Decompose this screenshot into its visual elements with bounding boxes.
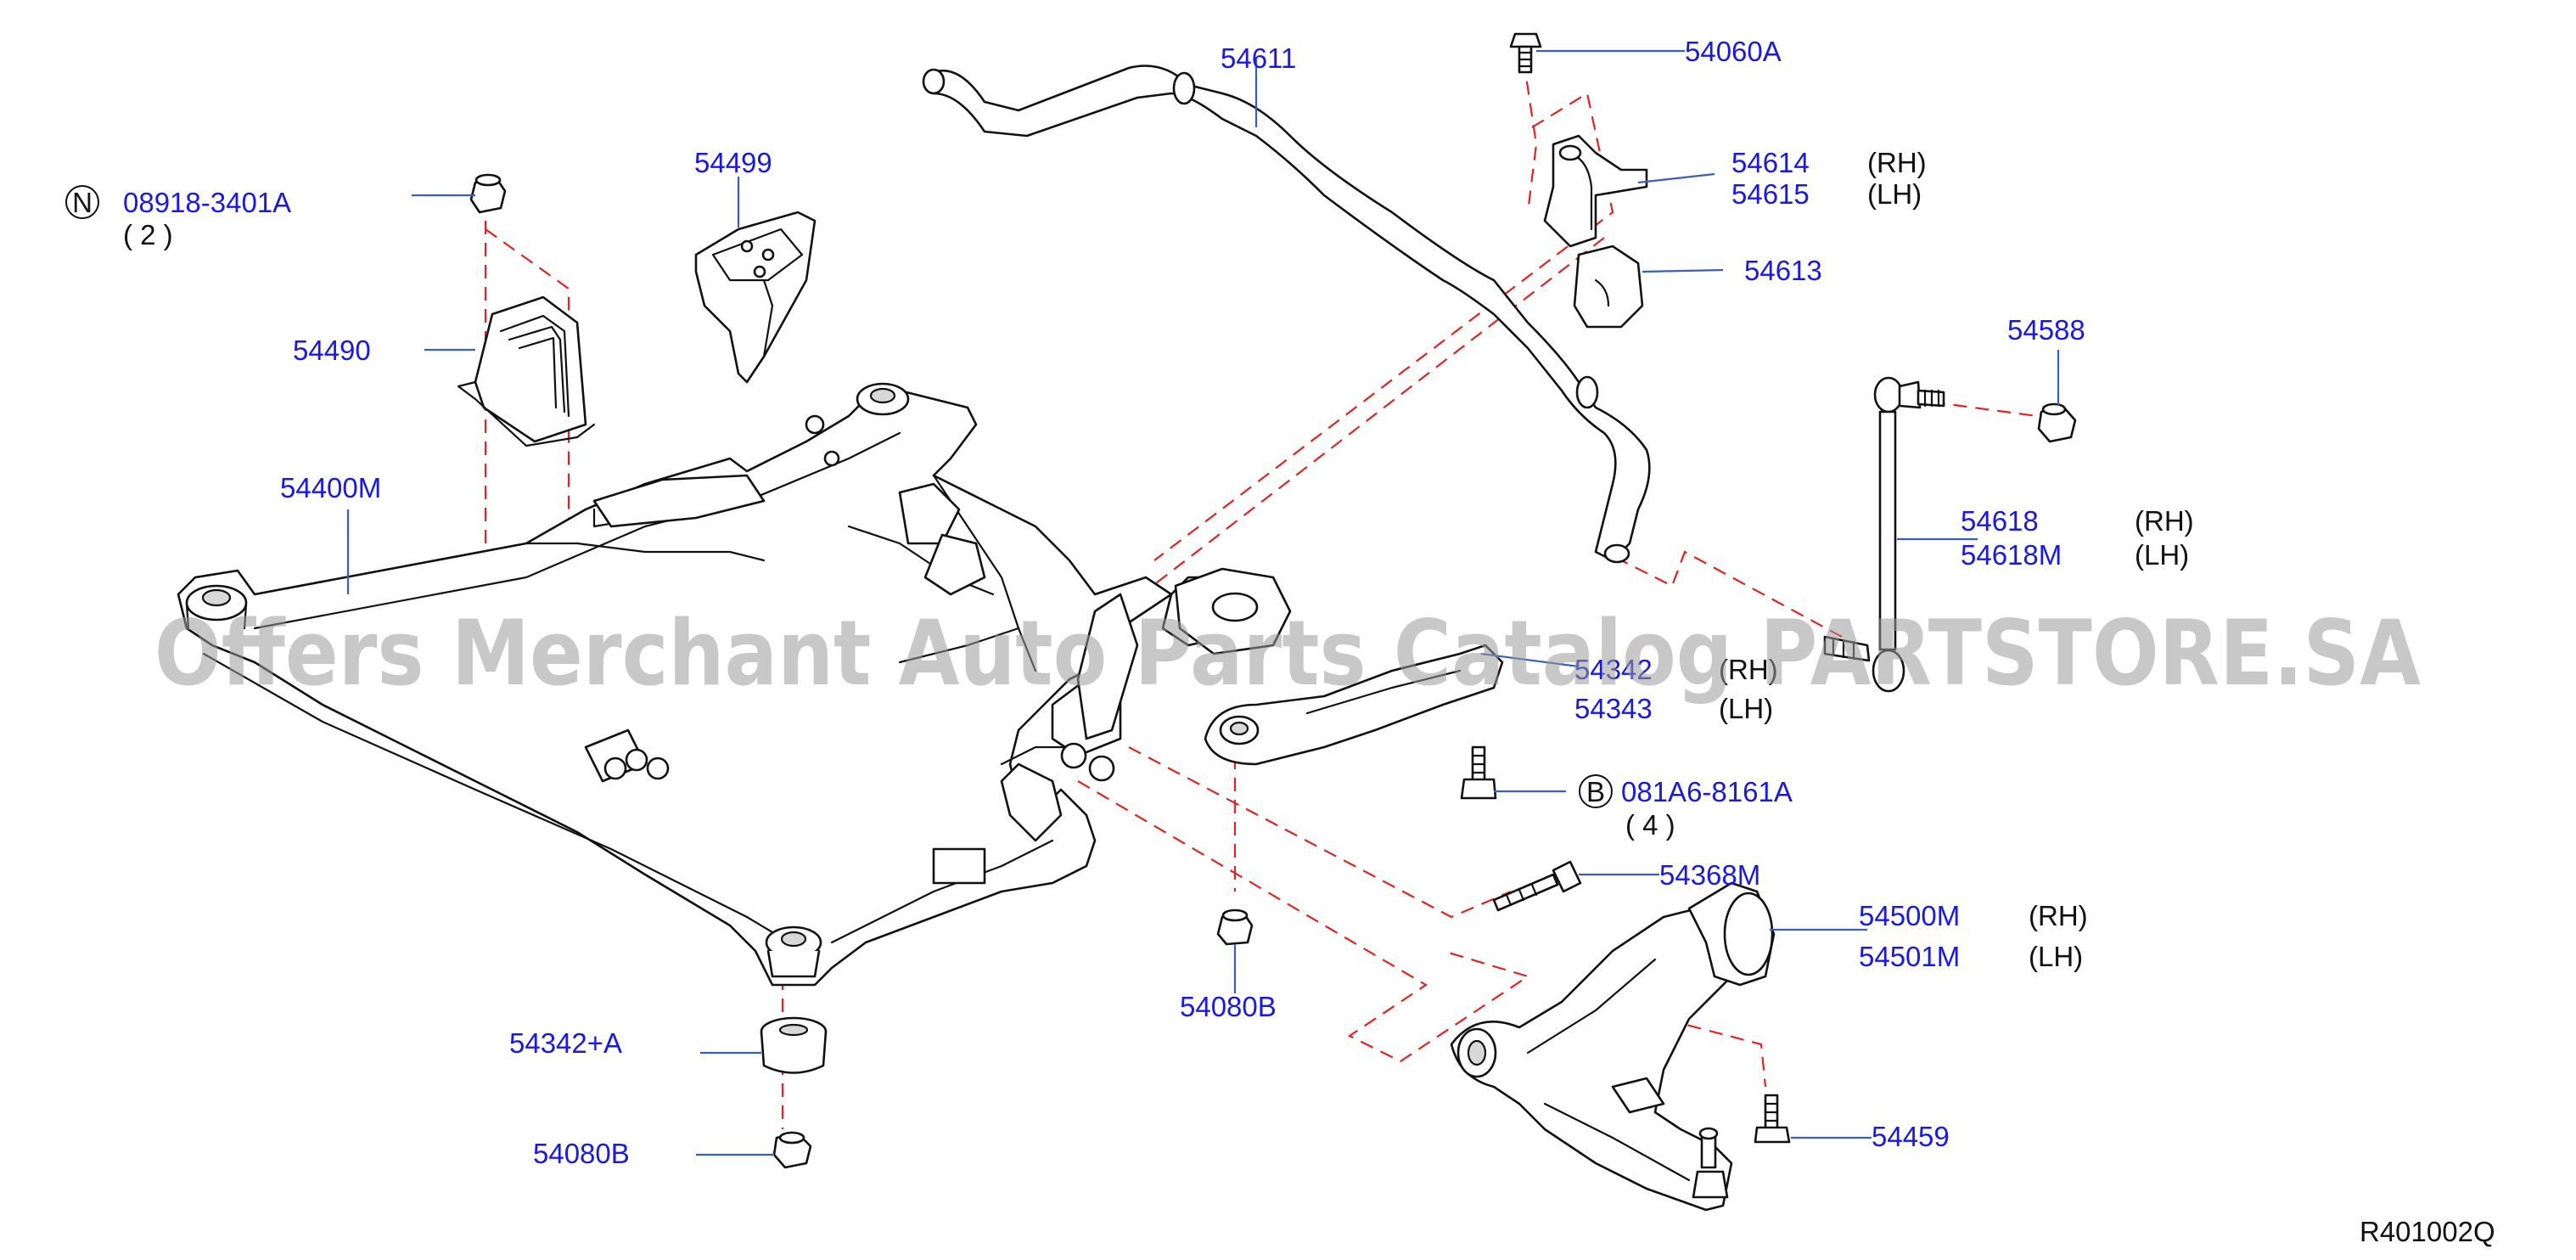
watermark: Offers Merchant Auto Parts Catalog PARTS… <box>154 601 2421 706</box>
label-54343: 54343 <box>1574 693 1653 724</box>
callout-b: B <box>1579 774 1613 808</box>
leader-lines <box>346 49 2060 1156</box>
side-54614: (RH) <box>1867 147 1927 178</box>
label-54618: 54618 <box>1961 505 2039 537</box>
label-54368M: 54368M <box>1659 859 1760 891</box>
insulator-54490 <box>457 295 596 447</box>
side-54342: (RH) <box>1719 654 1778 685</box>
callout-n: N <box>65 185 99 219</box>
label-54080B-mid: 54080B <box>1180 991 1277 1022</box>
bushing-54342A <box>760 1016 828 1074</box>
side-54501M: (LH) <box>2029 941 2083 972</box>
side-54618: (RH) <box>2135 505 2194 537</box>
bracket-54499 <box>694 211 817 384</box>
nut-54588 <box>2037 402 2077 443</box>
label-54342: 54342 <box>1574 654 1653 685</box>
label-54499: 54499 <box>694 147 772 178</box>
diagram-reference: R401002Q <box>2360 1216 2495 1247</box>
nut-54080B-mid <box>1216 908 1254 946</box>
label-54615: 54615 <box>1731 178 1810 210</box>
qty-081A6: ( 4 ) <box>1625 809 1675 841</box>
bolt-54368M <box>1492 860 1582 912</box>
label-54500M: 54500M <box>1859 900 1960 931</box>
lower-arm-54500M <box>1450 881 1776 1212</box>
side-labels: (RH) (LH) (RH) (LH) (RH) (LH) (RH) (LH) <box>1719 147 2194 972</box>
label-54080B-bottom: 54080B <box>533 1138 630 1169</box>
label-54614: 54614 <box>1731 147 1810 178</box>
label-54618M: 54618M <box>1961 539 2062 571</box>
arm-54342 <box>1174 567 1504 766</box>
part-labels: 54611 54060A 54614 54615 54613 54499 089… <box>123 36 2085 1169</box>
label-54588: 54588 <box>2007 314 2085 346</box>
nut-08918 <box>469 173 507 214</box>
stabilizer-bar-54611 <box>922 65 1651 564</box>
label-081A6-8161A: 081A6-8161A <box>1621 776 1793 807</box>
bolt-54060A <box>1509 32 1542 74</box>
nut-54080B-bottom <box>772 1131 812 1169</box>
b-symbol: B <box>1586 776 1605 807</box>
side-54618M: (LH) <box>2135 539 2189 571</box>
bolt-54459 <box>1754 1094 1791 1144</box>
label-54060A: 54060A <box>1685 36 1782 67</box>
label-54501M: 54501M <box>1859 941 1960 972</box>
label-08918-3401A: 08918-3401A <box>123 187 291 218</box>
side-54615: (LH) <box>1867 178 1922 210</box>
label-54490: 54490 <box>293 335 371 366</box>
stabilizer-link-54618 <box>1823 376 1945 693</box>
clamp-54614 <box>1543 134 1648 329</box>
label-54611: 54611 <box>1221 42 1296 74</box>
label-54400M: 54400M <box>280 472 381 503</box>
side-54343: (LH) <box>1719 693 1773 724</box>
qty-08918: ( 2 ) <box>123 219 173 250</box>
side-54500M: (RH) <box>2029 900 2088 931</box>
label-54342A: 54342+A <box>509 1027 622 1059</box>
label-54613: 54613 <box>1744 255 1822 286</box>
n-symbol: N <box>72 187 93 218</box>
label-54459: 54459 <box>1872 1121 1950 1152</box>
bolt-081A6 <box>1460 745 1497 800</box>
